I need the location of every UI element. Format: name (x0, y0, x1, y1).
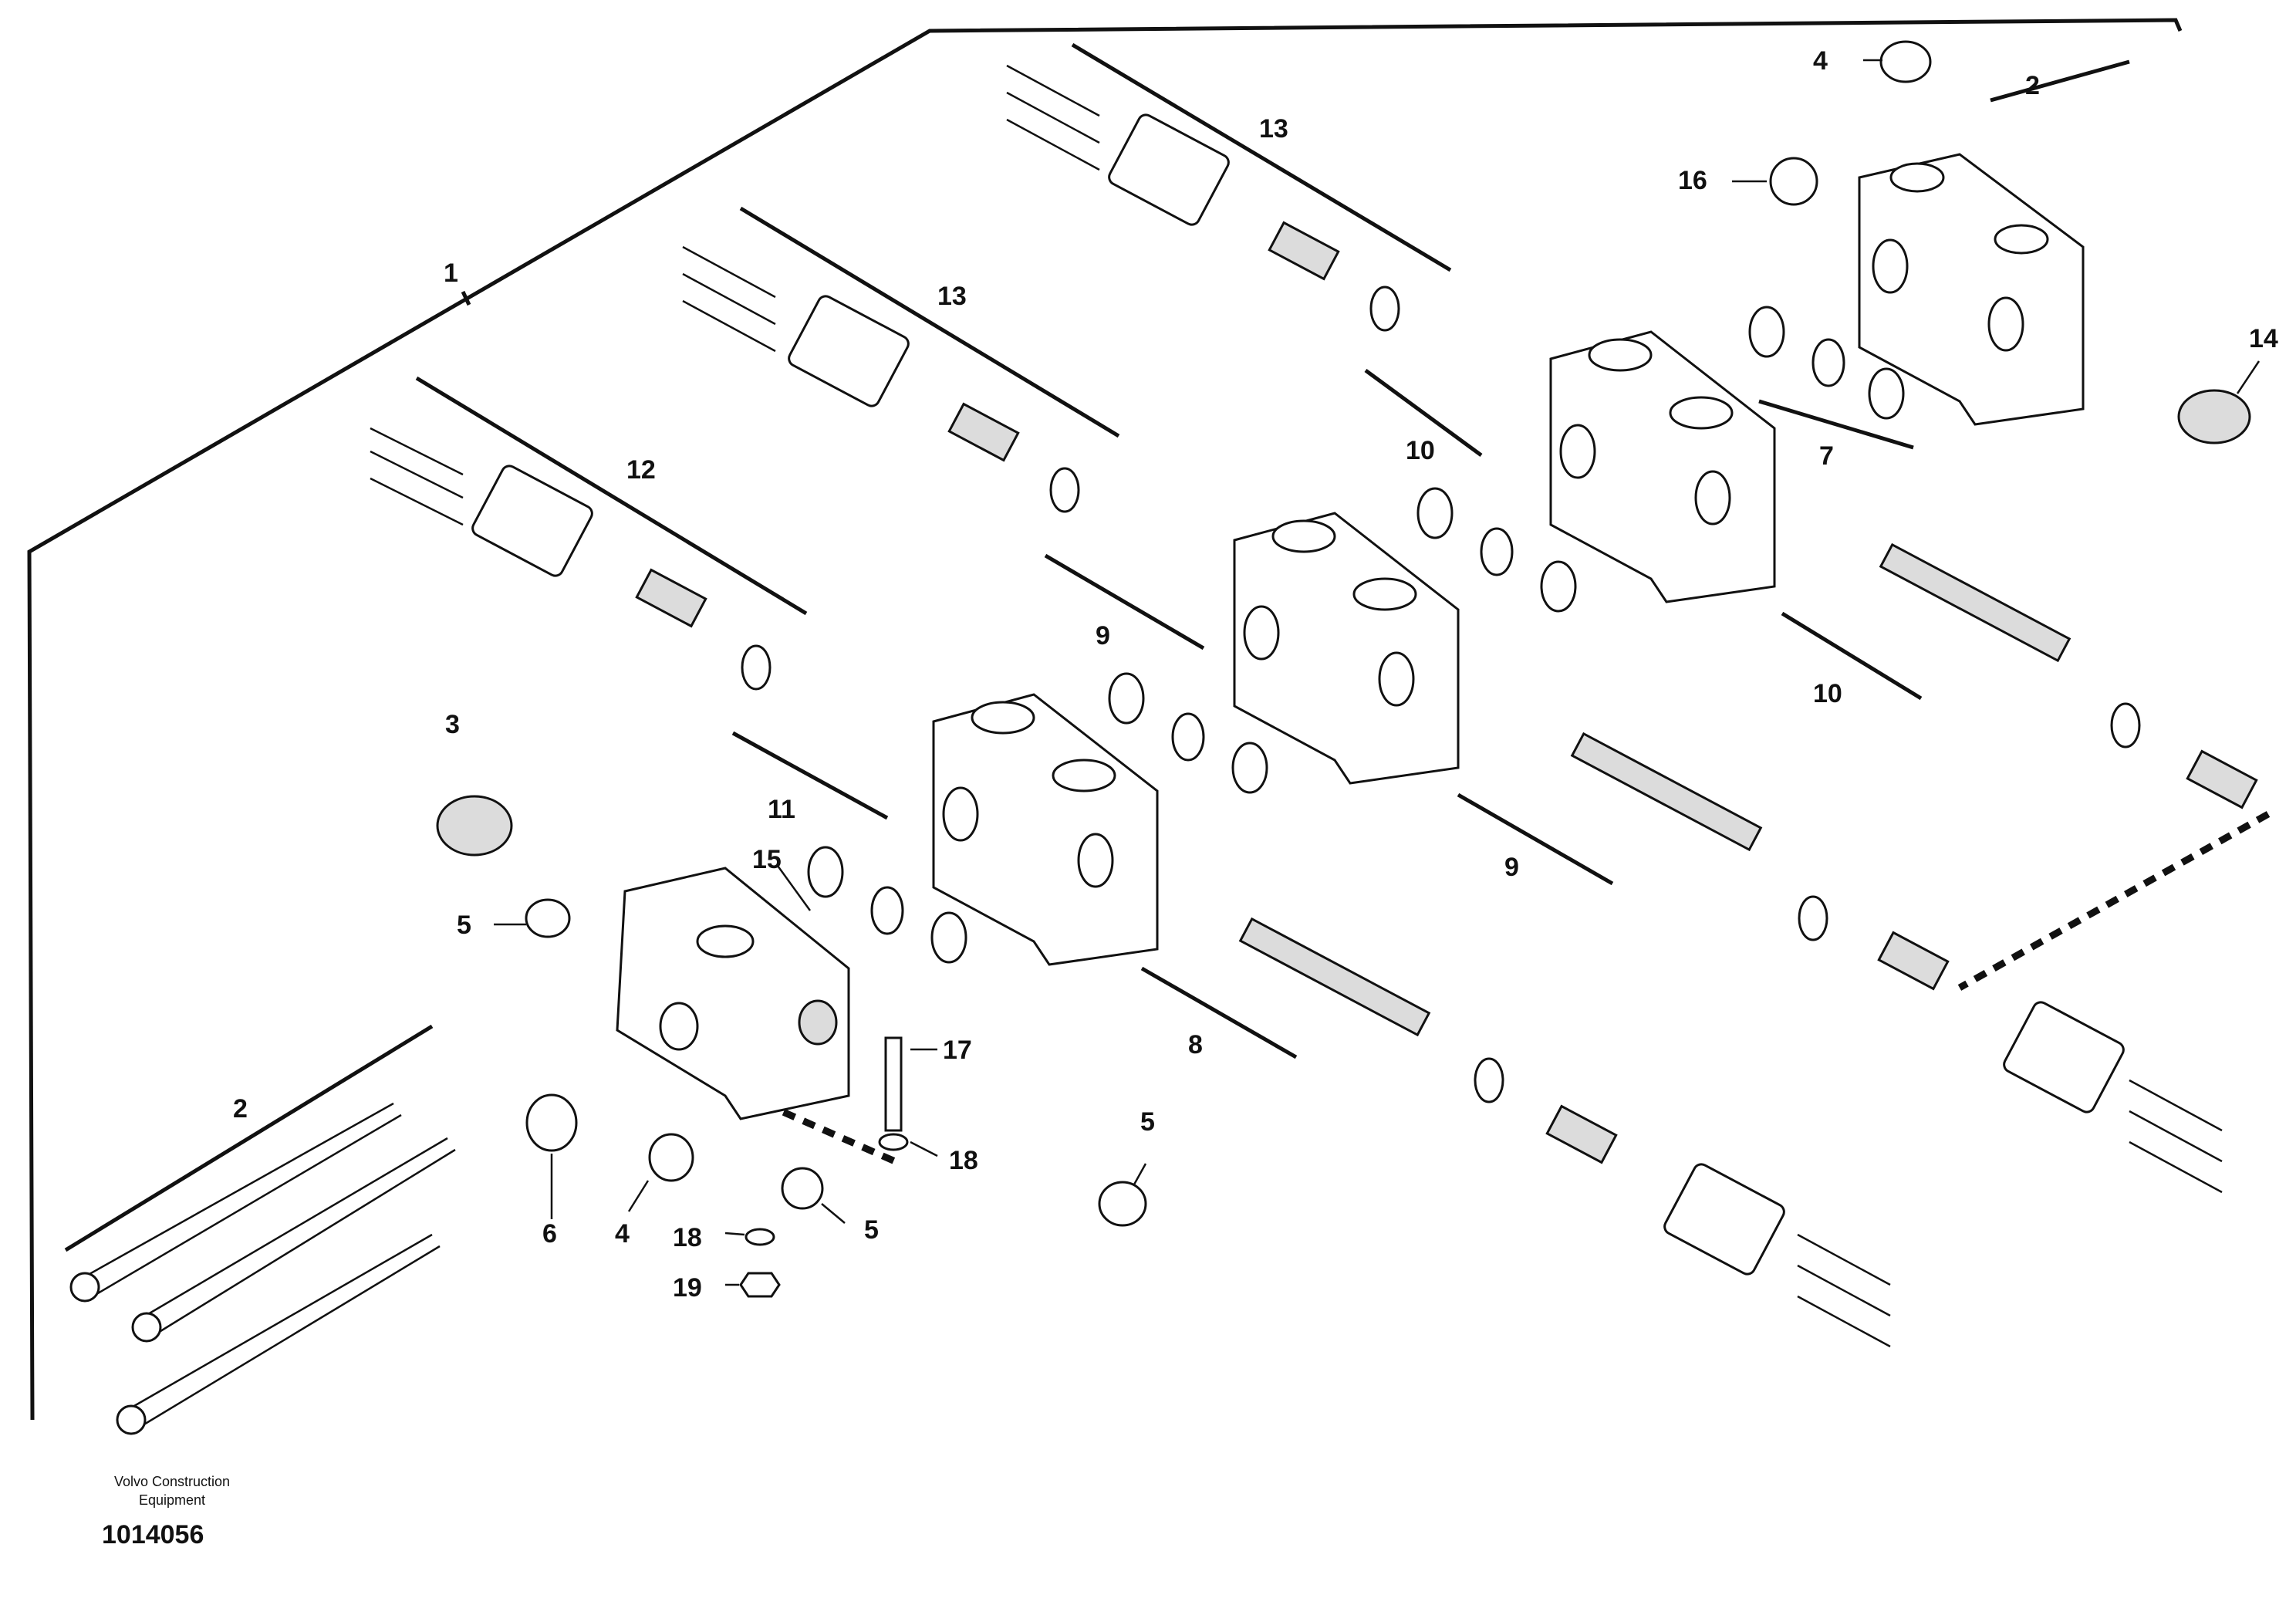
plug-5-left (525, 898, 571, 938)
bracket-12 (415, 376, 808, 616)
callout-3: 3 (445, 710, 460, 739)
spool-10 (1879, 542, 2071, 663)
plug-3 (436, 795, 513, 857)
footer-company: Volvo Construction Equipment (91, 1472, 253, 1509)
bracket-8 (1140, 966, 1298, 1059)
bracket-7 (1758, 399, 1914, 450)
callout-18-right: 18 (949, 1146, 978, 1175)
plug-6 (525, 1093, 578, 1152)
callout-4-low: 4 (615, 1219, 630, 1249)
actuator-cap-13-mid (788, 295, 910, 407)
valve-section-middle-1 (932, 693, 1159, 966)
callout-18-low: 18 (673, 1223, 702, 1252)
bracket-2-top (1990, 59, 2130, 103)
spool-9 (1570, 732, 1763, 852)
dashed-reference-line-left (762, 1100, 896, 1165)
actuator-cap-right-high (2003, 1001, 2125, 1113)
valve-section-middle-2 (1233, 512, 1460, 785)
footer-company-line2: Equipment (138, 1492, 206, 1508)
nut-19 (739, 1272, 781, 1298)
spring-13-mid (947, 402, 1020, 462)
callout-7: 7 (1819, 441, 1834, 471)
bolt-17 (884, 1036, 903, 1132)
callout-12: 12 (626, 455, 656, 485)
callout-9-mid: 9 (1504, 853, 1519, 882)
bracket-11 (731, 731, 889, 820)
bracket-10-top (1364, 368, 1483, 458)
callout-4-top: 4 (1813, 46, 1828, 76)
callout-19: 19 (673, 1273, 702, 1303)
relief-valve-14 (2177, 389, 2251, 444)
callout-10-top: 10 (1406, 436, 1435, 465)
callout-9-top: 9 (1096, 621, 1110, 650)
spring-13-top (1268, 221, 1340, 281)
valve-section-middle-3 (1549, 330, 1776, 603)
spring-lower-right (2186, 749, 2258, 809)
plug-5-low (781, 1167, 824, 1210)
actuator-cap-right-low (1663, 1163, 1785, 1276)
drawing-number: 1014056 (102, 1520, 204, 1549)
plug-5-right (1098, 1181, 1147, 1227)
actuator-cap-12 (471, 465, 593, 577)
actuator-cap-13-top (1108, 113, 1230, 226)
washer-18-low (745, 1228, 775, 1246)
callout-13-mid: 13 (937, 282, 967, 311)
callout-6: 6 (542, 1219, 557, 1249)
cap-bolts (370, 64, 2223, 1348)
callout-14: 14 (2249, 324, 2278, 353)
callout-11: 11 (768, 795, 795, 824)
bracket-13-mid (739, 206, 1120, 438)
o-rings (741, 286, 2141, 1103)
valve-section-outlet (1858, 153, 2085, 426)
callout-15: 15 (752, 845, 782, 874)
callout-17: 17 (943, 1036, 972, 1065)
bracket-2-left (64, 1024, 434, 1252)
bracket-13-top (1071, 42, 1452, 272)
callout-5-low: 5 (864, 1215, 879, 1245)
assembly-bracket-1 (27, 18, 2183, 1421)
valve-section-inlet (616, 867, 850, 1120)
spring-lower-mid (1877, 931, 1950, 991)
callout-5-right: 5 (1140, 1107, 1155, 1137)
plug-4-top (1879, 40, 1932, 83)
callout-8: 8 (1188, 1030, 1203, 1059)
dashed-reference-line-right (1957, 811, 2271, 991)
bracket-tick-1 (461, 290, 471, 306)
spring-12 (635, 568, 707, 628)
callout-1: 1 (444, 259, 458, 288)
bracket-10-right (1781, 611, 1923, 701)
callout-13-top: 13 (1259, 114, 1288, 144)
callout-2-left: 2 (233, 1094, 248, 1124)
washer-18-right (878, 1133, 909, 1151)
footer-company-line1: Volvo Construction (113, 1474, 231, 1489)
callout-16: 16 (1678, 166, 1707, 195)
bracket-9-top (1044, 553, 1205, 650)
callout-10-right: 10 (1813, 679, 1842, 708)
plug-16 (1769, 157, 1818, 206)
callout-2-top: 2 (2025, 71, 2040, 100)
callout-5-left: 5 (457, 911, 471, 940)
plug-4-low (648, 1133, 694, 1182)
leader-lines (494, 59, 2261, 1286)
spool-8 (1238, 917, 1431, 1037)
spring-lower-left (1545, 1104, 1618, 1164)
bracket-9-mid (1457, 792, 1614, 886)
tie-bolts-2 (69, 1102, 456, 1435)
